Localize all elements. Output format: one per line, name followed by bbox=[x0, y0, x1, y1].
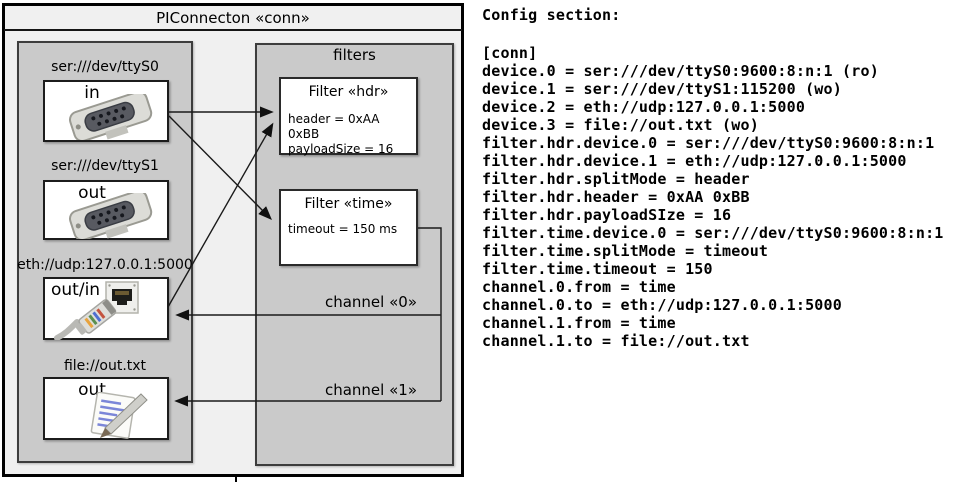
device-eth-port: out/in bbox=[51, 280, 101, 300]
device-ttyS0-box: in bbox=[43, 80, 169, 142]
config-line: filter.hdr.payloadSIze = 16 bbox=[482, 206, 732, 224]
filter-time-title: Filter «time» bbox=[304, 196, 393, 212]
filter-hdr-title: Filter «hdr» bbox=[308, 84, 389, 100]
config-heading: Config section: bbox=[482, 6, 621, 24]
device-ttyS1-label: ser:///dev/ttyS1 bbox=[51, 158, 159, 174]
filter-hdr-param-payload: payloadSize = 16 bbox=[288, 142, 394, 156]
config-line: device.0 = ser:///dev/ttyS0:9600:8:n:1 (… bbox=[482, 62, 879, 80]
filter-hdr-box: Filter «hdr» header = 0xAA 0xBB payloadS… bbox=[279, 77, 418, 157]
config-line: channel.1.from = time bbox=[482, 314, 676, 332]
config-line: [conn] bbox=[482, 44, 538, 62]
config-line: device.1 = ser:///dev/ttyS1:115200 (wo) bbox=[482, 80, 842, 98]
diagram-title: PIConnecton «conn» bbox=[156, 9, 310, 27]
device-ttyS0-port: in bbox=[84, 83, 100, 103]
filter-hdr-params: header = 0xAA 0xBB payloadSize = 16 bbox=[288, 112, 412, 157]
filter-hdr-param-header: header = 0xAA 0xBB bbox=[288, 112, 380, 141]
notepad-icon bbox=[90, 392, 148, 439]
ethernet-port-icon bbox=[105, 281, 139, 314]
channel-0-label: channel «0» bbox=[324, 293, 417, 311]
channel-1-label: channel «1» bbox=[324, 381, 417, 399]
config-line: device.2 = eth://udp:127.0.0.1:5000 bbox=[482, 98, 806, 116]
config-line: channel.0.from = time bbox=[482, 278, 676, 296]
filter-time-param-timeout: timeout = 150 ms bbox=[288, 222, 398, 236]
config-line: filter.hdr.device.1 = eth://udp:127.0.0.… bbox=[482, 152, 907, 170]
config-line: device.3 = file://out.txt (wo) bbox=[482, 116, 759, 134]
ethernet-cable-icon bbox=[54, 299, 117, 340]
config-line: filter.time.splitMode = timeout bbox=[482, 242, 769, 260]
config-line: channel.0.to = eth://udp:127.0.0.1:5000 bbox=[482, 296, 842, 314]
device-eth-box: out/in bbox=[43, 277, 169, 340]
device-eth-label: eth://udp:127.0.0.1:5000 bbox=[17, 257, 193, 273]
config-lines: [conn] device.0 = ser:///dev/ttyS0:9600:… bbox=[482, 44, 944, 350]
config-line: filter.time.timeout = 150 bbox=[482, 260, 713, 278]
bottom-edge-tick bbox=[235, 476, 237, 482]
serial-connector-icon bbox=[68, 193, 153, 239]
device-ttyS1-box: out bbox=[43, 180, 169, 240]
filters-group-label: filters bbox=[333, 46, 376, 64]
config-line: filter.hdr.device.0 = ser:///dev/ttyS0:9… bbox=[482, 134, 935, 152]
title-separator bbox=[4, 29, 462, 31]
device-ttyS1-port: out bbox=[78, 183, 106, 203]
device-file-label: file://out.txt bbox=[63, 358, 147, 374]
config-line: filter.hdr.splitMode = header bbox=[482, 170, 750, 188]
config-line: filter.hdr.header = 0xAA 0xBB bbox=[482, 188, 750, 206]
device-ttyS0-label: ser:///dev/ttyS0 bbox=[51, 59, 159, 75]
filter-time-params: timeout = 150 ms bbox=[288, 222, 412, 237]
config-line: filter.time.device.0 = ser:///dev/ttyS0:… bbox=[482, 224, 944, 242]
device-file-box: out bbox=[43, 377, 169, 440]
serial-connector-icon bbox=[68, 94, 153, 140]
config-line: channel.1.to = file://out.txt bbox=[482, 332, 750, 350]
filter-time-box: Filter «time» timeout = 150 ms bbox=[279, 189, 418, 266]
